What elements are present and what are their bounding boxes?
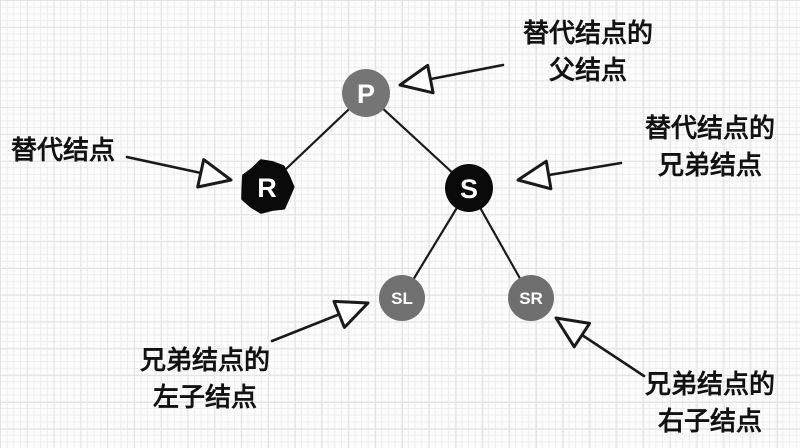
annotation-line: 替代结点的 bbox=[644, 113, 775, 143]
arrow-head-icon bbox=[554, 316, 592, 349]
arrow-line bbox=[125, 155, 203, 175]
annotation-line: 兄弟结点的 bbox=[644, 369, 775, 399]
node-p-label: P bbox=[357, 79, 375, 109]
annotation-line: 替代结点的 bbox=[522, 18, 653, 48]
node-r-label: R bbox=[257, 173, 277, 203]
arrow-to-parent-node bbox=[398, 63, 505, 95]
node-sr-label: SR bbox=[519, 289, 543, 308]
annotation-replacement-node: 替代结点 bbox=[11, 132, 115, 169]
arrow-to-sibling-node bbox=[516, 159, 623, 191]
arrow-line bbox=[547, 161, 623, 177]
arrow-line bbox=[580, 333, 646, 378]
node-sl-circle bbox=[379, 275, 425, 321]
node-sr-circle bbox=[508, 275, 554, 321]
arrow-line bbox=[270, 312, 342, 343]
annotation-line: 替代结点 bbox=[11, 135, 116, 165]
node-p: P bbox=[342, 69, 390, 117]
node-p-circle bbox=[342, 69, 390, 117]
node-s-label: S bbox=[460, 174, 478, 204]
arrow-line bbox=[429, 63, 505, 81]
node-sl-label: SL bbox=[391, 289, 413, 308]
arrow-head-icon bbox=[196, 158, 233, 189]
annotation-sibling-right-child: 兄弟结点的 右子结点 bbox=[630, 366, 790, 440]
annotation-sibling-node: 替代结点的 兄弟结点 bbox=[630, 110, 790, 184]
node-s-circle bbox=[445, 164, 493, 212]
annotation-line: 左子结点 bbox=[152, 382, 257, 412]
annotation-line: 父结点 bbox=[548, 55, 627, 85]
annotation-line: 兄弟结点 bbox=[657, 150, 762, 180]
arrow-head-icon bbox=[516, 159, 553, 191]
annotation-line: 右子结点 bbox=[657, 406, 762, 436]
annotation-sibling-left-child: 兄弟结点的 左子结点 bbox=[125, 342, 285, 416]
node-sl: SL bbox=[379, 275, 425, 321]
node-r: R bbox=[241, 159, 295, 214]
arrow-head-icon bbox=[332, 299, 370, 329]
annotation-parent-node: 替代结点的 父结点 bbox=[503, 15, 673, 89]
node-sr: SR bbox=[508, 275, 554, 321]
node-r-scribble-circle bbox=[241, 159, 295, 214]
arrow-head-icon bbox=[398, 63, 435, 95]
node-s: S bbox=[445, 164, 493, 212]
arrow-to-replacement-node bbox=[125, 155, 233, 189]
annotation-line: 兄弟结点的 bbox=[139, 345, 270, 375]
arrow-to-sibling-left-child bbox=[270, 299, 370, 343]
arrow-to-sibling-right-child bbox=[554, 316, 646, 378]
